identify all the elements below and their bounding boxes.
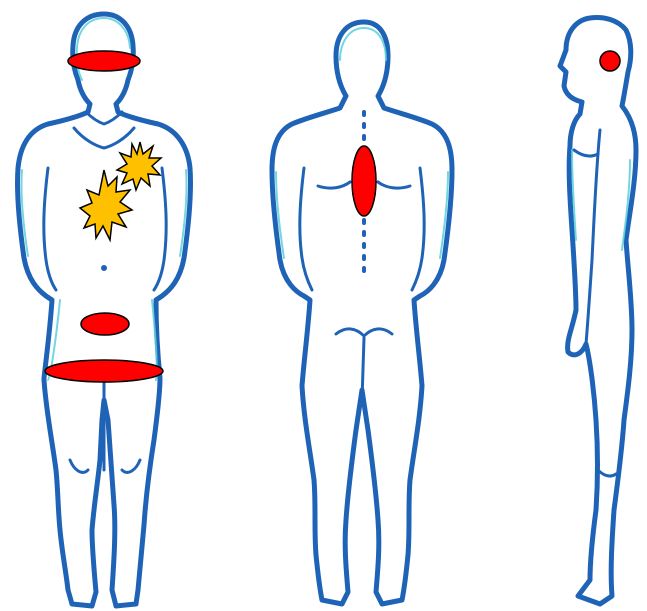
back-inner-arm-right [412, 168, 424, 290]
back-buttocks [336, 329, 392, 336]
front-body-outline [17, 14, 190, 606]
pain-markers [45, 51, 620, 382]
back-inner-arm-left [300, 168, 312, 290]
front-inner-arm-right [154, 168, 166, 290]
marker-side-head [600, 51, 620, 71]
marker-front-lower-abdomen [81, 313, 129, 335]
side-body-outline [560, 18, 636, 605]
back-body-outline [272, 22, 452, 604]
front-legs-divide [70, 380, 140, 472]
marker-back-upper-spine [352, 146, 376, 216]
marker-front-eyes [68, 51, 140, 71]
back-leg-divide [362, 338, 364, 400]
back-view-figure [272, 22, 452, 604]
side-knee [598, 470, 616, 476]
side-arm [586, 130, 600, 344]
marker-front-chest-burst-upper [117, 142, 161, 190]
front-inner-arm-left [44, 168, 56, 290]
front-navel [101, 265, 107, 271]
marker-front-groin [45, 360, 163, 382]
front-view-figure [17, 14, 190, 606]
side-view-figure [560, 18, 636, 605]
side-chest [574, 150, 598, 156]
